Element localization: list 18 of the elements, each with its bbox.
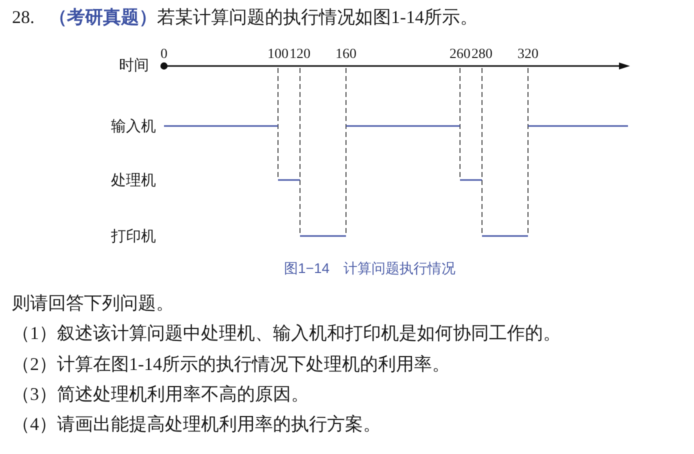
- tick-label: 260: [450, 46, 470, 64]
- question-text: （2）计算在图1-14所示的执行情况下处理机的利用率。: [12, 354, 450, 376]
- question-title: 28. （考研真题）若某计算问题的执行情况如图1-14所示。: [12, 7, 478, 29]
- axis-label: 时间: [119, 57, 149, 75]
- question-text: （1）叙述该计算问题中处理机、输入机和打印机是如何协同工作的。: [12, 323, 561, 345]
- tick-label: 0: [160, 46, 168, 64]
- row-label: 输入机: [111, 118, 156, 136]
- question-text: （4）请画出能提高处理机利用率的执行方案。: [12, 414, 381, 436]
- row-label: 打印机: [111, 228, 156, 246]
- figure-caption: 图1−14 计算问题执行情况: [284, 260, 456, 276]
- tick-label: 120: [290, 46, 310, 64]
- tick-label: 100: [268, 46, 288, 64]
- question-text: （3）简述处理机利用率不高的原因。: [12, 384, 309, 406]
- tick-label: 280: [472, 46, 492, 64]
- tick-label: 160: [336, 46, 356, 64]
- row-label: 处理机: [111, 172, 156, 190]
- tick-label: 320: [518, 46, 538, 64]
- question-text: 则请回答下列问题。: [12, 293, 174, 315]
